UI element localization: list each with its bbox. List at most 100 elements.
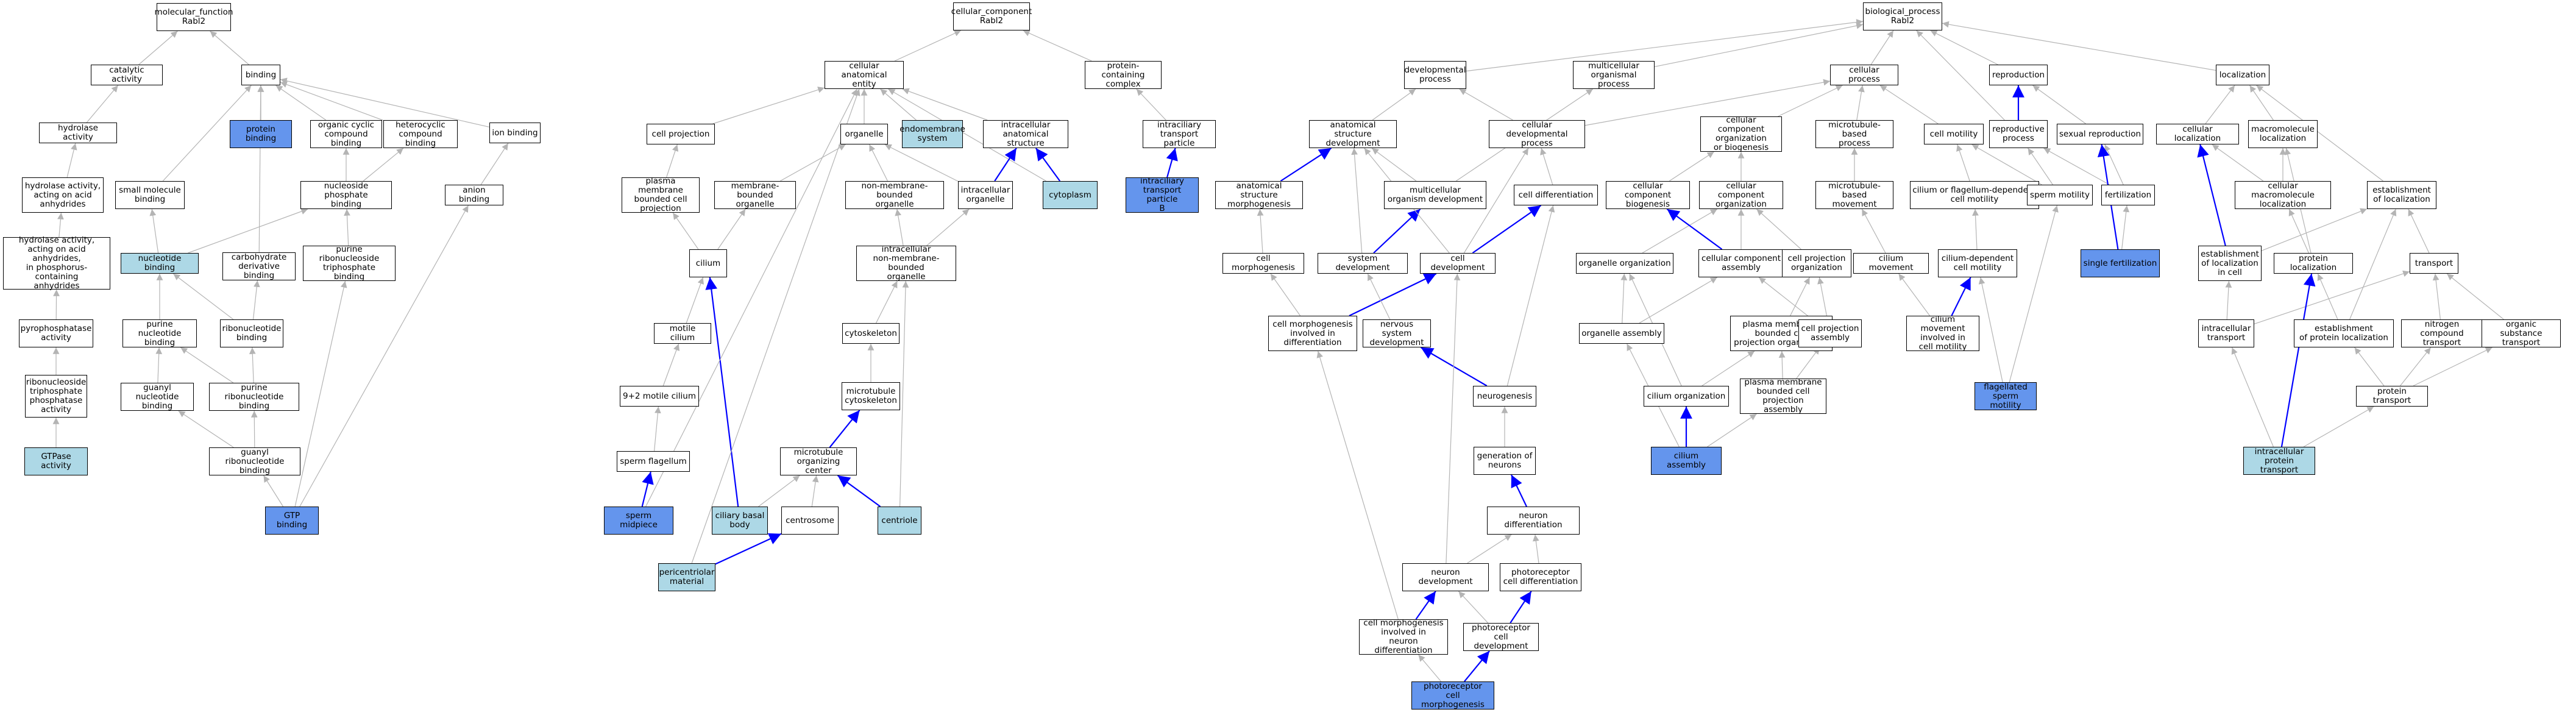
go-term-cytoskeleton: cytoskeleton: [842, 323, 899, 344]
go-term-cc-assembly: cellular component assembly: [1698, 249, 1784, 277]
go-term-neuron-development: neuron development: [1402, 563, 1489, 591]
edge-neuron-development-to-cell-development: [1446, 273, 1461, 564]
edge-sperm-motility-to-cell-motility: [1971, 144, 2042, 185]
edge-cell-morphogenesis-to-anat-morphogenesis: [1257, 208, 1264, 254]
go-term-anat-dev: anatomical structure development: [1309, 120, 1397, 148]
go-term-photoreceptor-diff: photoreceptor cell differentiation: [1500, 563, 1581, 591]
edge-photoreceptor-morph-to-cm-neuron-diff: [1418, 654, 1442, 682]
edge-photoreceptor-morph-to-photoreceptor-dev: [1464, 650, 1490, 682]
go-term-organelle: organelle: [840, 124, 888, 144]
go-term-ciliary-basal-body: ciliary basal body: [712, 507, 768, 535]
edge-motile-cilium-to-cilium: [686, 277, 704, 324]
go-term-protein-localization: protein localization: [2274, 253, 2353, 274]
edge-nucleotide-binding-to-small-molecule: [149, 208, 159, 254]
go-term-bp-root: biological_process Rabl2: [1863, 2, 1942, 30]
go-term-sperm-midpiece: sperm midpiece: [604, 507, 673, 535]
edge-cilium-assembly-to-pm-projection-assembly: [1707, 413, 1757, 447]
go-term-centrosome: centrosome: [781, 507, 839, 535]
go-term-cilium-92: 9+2 motile cilium: [620, 386, 699, 407]
go-term-mt-based-process: microtubule-based process: [1815, 120, 1893, 148]
edge-cytoplasm-to-intracellular-anat: [1035, 148, 1061, 182]
go-term-cc-biogenesis: cellular component biogenesis: [1606, 181, 1690, 209]
edge-intracellular-transport-to-establishment-loc-cell: [2225, 280, 2232, 320]
go-term-carbohydrate-deriv: carbohydrate derivative binding: [222, 252, 296, 280]
go-term-cell-morphogenesis: cell morphogenesis: [1222, 253, 1304, 274]
go-term-heterocyclic: heterocyclic compound binding: [383, 120, 458, 148]
edge-sperm-motility-to-reproductive-process: [2028, 148, 2053, 185]
edge-system-dev-to-anat-dev: [1351, 148, 1363, 254]
edge-cilium-to-membrane-bounded-org: [717, 208, 746, 250]
go-term-guanyl-ribonucleotide: guanyl ribonucleotide binding: [209, 447, 300, 475]
edge-pericentriolar-to-cell-anat-entity: [691, 88, 860, 564]
go-term-cell-differentiation: cell differentiation: [1514, 185, 1598, 205]
go-term-purine-nucleotide: purine nucleotide binding: [122, 319, 197, 347]
edge-hydrolase-to-catalytic: [86, 85, 119, 123]
edge-carbohydrate-deriv-to-binding: [257, 85, 264, 253]
go-term-centriole: centriole: [878, 507, 921, 535]
edge-centriole-to-mtoc: [837, 475, 881, 507]
go-term-organelle-assembly: organelle assembly: [1579, 323, 1664, 344]
edge-cilium-movement-motility-to-cilium-movement: [1898, 273, 1931, 316]
go-term-sexual-reproduction: sexual reproduction: [2057, 124, 2143, 144]
edge-organelle-assembly-to-organelle-org: [1620, 273, 1628, 324]
edge-photoreceptor-dev-to-photoreceptor-diff: [1510, 591, 1532, 624]
edge-anion-binding-to-ion-binding: [480, 143, 509, 185]
go-term-cell-projection-org: cell projection organization: [1782, 249, 1851, 277]
edge-intracellular-org-to-organelle: [884, 144, 959, 182]
go-term-establishment-loc-cell: establishment of localization in cell: [2198, 246, 2262, 281]
edge-multicell-org-dev-to-anat-dev: [1371, 148, 1417, 182]
edge-pm-projection-org-to-cell-projection-org: [1790, 277, 1810, 316]
go-term-cell-development: cell development: [1420, 253, 1496, 274]
edge-protein-localization-to-cell-macromolecule-loc: [2288, 208, 2309, 254]
edge-gtp-binding-to-guanyl-ribonucleotide: [263, 475, 284, 507]
go-term-guanyl-nucleotide: guanyl nucleotide binding: [121, 383, 194, 411]
edge-intracellular-transport-to-transport: [2254, 270, 2410, 325]
go-term-cc-root: cellular_component Rabl2: [951, 2, 1032, 30]
go-term-pyrophosphatase: pyrophosphatase activity: [19, 319, 93, 347]
go-term-nucleotide-binding: nucleotide binding: [121, 253, 199, 274]
go-term-macromolecule-loc: macromolecule localization: [2248, 120, 2318, 148]
edge-cell-macromolecule-loc-to-cellular-localization: [2212, 144, 2264, 182]
go-term-ribonucleotide: ribonucleotide binding: [220, 319, 283, 347]
edge-intracellular-protein-transport-to-protein-transport: [2303, 406, 2374, 447]
edge-pm-projection-assembly-to-cell-projection-assembly: [1796, 347, 1820, 379]
edge-fertilization-to-reproductive-process: [2043, 148, 2110, 185]
edge-mt-based-process-to-cellular-process: [1856, 85, 1865, 121]
edge-guanyl-ribonucleotide-to-guanyl-nucleotide: [178, 410, 234, 448]
edge-cell-dev-process-to-developmental: [1459, 88, 1513, 121]
go-term-cilium-flagellum-motility: cilium or flagellum-dependent cell motil…: [1910, 181, 2039, 209]
edge-anat-morphogenesis-to-anat-dev: [1280, 148, 1332, 182]
go-term-pm-bounded-projection: plasma membrane bounded cell projection: [622, 177, 700, 213]
edge-cytoplasm-to-cell-anat-entity: [888, 88, 1046, 182]
go-term-reproduction: reproduction: [1989, 65, 2048, 85]
go-term-cilium-movement: cilium movement: [1853, 253, 1929, 274]
go-term-reproductive-process: reproductive process: [1989, 120, 2048, 148]
go-term-organic-substance-transport: organic substance transport: [2482, 319, 2561, 347]
edge-reproduction-to-bp-root: [1930, 30, 1998, 65]
edge-ribonucleotide-to-nucleotide-binding: [172, 273, 234, 320]
go-term-cellular-process: cellular process: [1830, 65, 1898, 85]
edge-purine-ribonucleotide-to-purine-nucleotide: [180, 347, 234, 383]
go-term-cilium-assembly: cilium assembly: [1651, 447, 1722, 475]
go-term-non-membrane-org: non-membrane-bounded organelle: [845, 181, 944, 209]
edge-sperm-flagellum-to-cilium-92: [653, 406, 661, 452]
edge-intracellular-protein-transport-to-intracellular-transport: [2231, 347, 2274, 447]
go-term-cell-dev-process: cellular developmental process: [1489, 120, 1585, 148]
edge-establishment-protein-loc-to-establishment-loc: [2349, 208, 2397, 320]
go-term-anat-morphogenesis: anatomical structure morphogenesis: [1215, 181, 1303, 209]
edge-cilium-flagellum-motility-to-cell-motility: [1956, 144, 1970, 182]
edge-centriole-to-intra-non-membrane-org: [899, 280, 909, 507]
go-term-neurogenesis: neurogenesis: [1473, 386, 1536, 407]
go-term-purine-ribonucleotide: purine ribonucleotide binding: [209, 383, 299, 411]
go-term-cell-macromolecule-loc: cellular macromolecule localization: [2235, 181, 2331, 209]
go-term-nucleoside-phosphate: nucleoside phosphate binding: [300, 181, 392, 209]
edge-cellular-process-to-bp-root: [1870, 30, 1894, 65]
edge-centrosome-to-mtoc: [811, 475, 819, 507]
go-term-sperm-flagellum: sperm flagellum: [617, 451, 690, 472]
edge-organic-substance-transport-to-transport: [2446, 273, 2504, 320]
edge-cilium-dependent-motility-to-cilium-flagellum-motility: [1972, 208, 1979, 250]
go-term-motile-cilium: motile cilium: [654, 323, 711, 344]
edge-catalytic-to-mf-root: [138, 30, 178, 65]
edge-cc-biogenesis-to-cc-org-biogenesis: [1669, 151, 1714, 182]
